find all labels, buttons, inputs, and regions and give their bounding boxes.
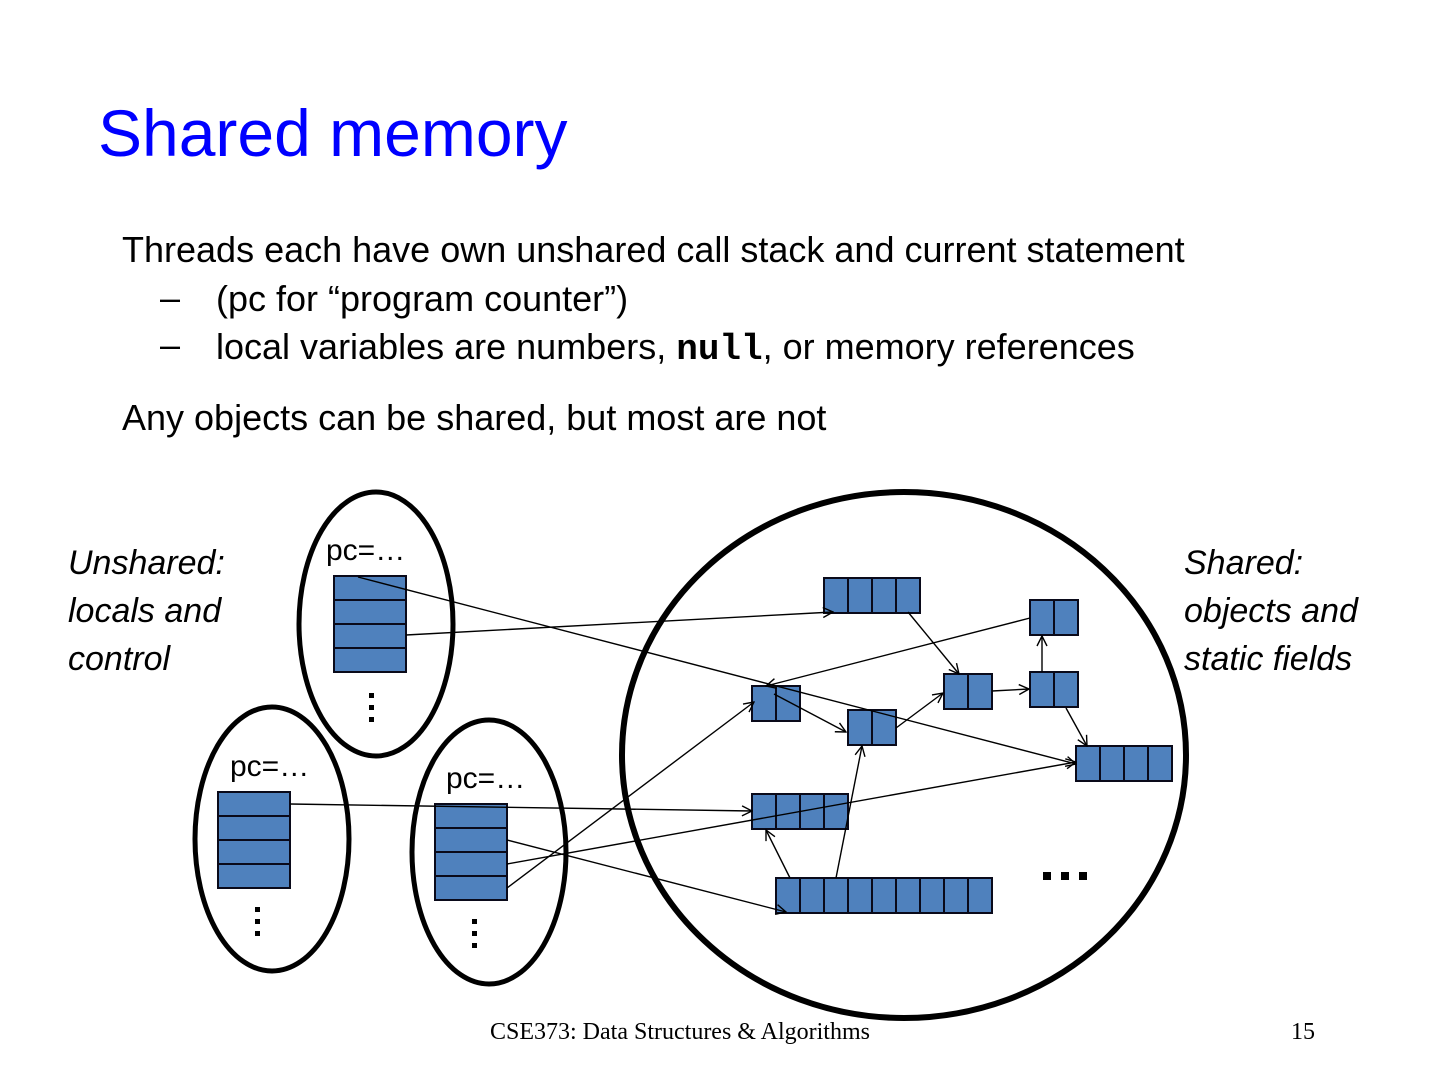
subbullet-locals-suffix: , or memory references <box>762 326 1135 367</box>
bullet-threads: Threads each have own unshared call stac… <box>122 229 1185 270</box>
thread-top-boundary <box>296 489 456 759</box>
subbullet-locals-prefix: local variables are numbers, <box>216 326 677 367</box>
object-field <box>823 793 849 830</box>
stack-slot <box>217 863 291 889</box>
object-field <box>847 709 873 746</box>
stack-slot <box>217 791 291 817</box>
slide-title: Shared memory <box>98 96 568 170</box>
unshared-label-line: Unshared: <box>68 544 225 582</box>
shared-label-line: static fields <box>1184 640 1353 678</box>
heap-object-F <box>1029 671 1079 708</box>
unshared-label: Unshared: locals and control <box>68 539 225 683</box>
shared-label-line: objects and <box>1184 592 1358 630</box>
reference-arrow-thread-left-slot0-to-H <box>289 803 752 811</box>
reference-arrow-thread-right-slot1-to-I <box>506 839 786 912</box>
heap-object-C <box>751 685 801 722</box>
heap-object-A <box>823 577 921 614</box>
thread-right-stack <box>434 803 508 901</box>
page-number: 15 <box>1291 1019 1315 1045</box>
reference-arrow-I-to-D <box>835 746 862 879</box>
subbullet-locals: local variables are numbers, null, or me… <box>216 329 1135 368</box>
object-field <box>1053 599 1079 636</box>
pc-label-right: pc=… <box>446 762 525 795</box>
object-field <box>775 877 801 914</box>
object-field <box>895 577 921 614</box>
more-frames-icon-right <box>472 919 477 948</box>
subbullet-pc: (pc for “program counter”) <box>216 278 629 319</box>
object-field <box>823 577 849 614</box>
bullet-objects: Any objects can be shared, but most are … <box>122 397 827 438</box>
object-field <box>919 877 945 914</box>
more-frames-icon-left <box>255 907 260 936</box>
object-field <box>847 577 873 614</box>
heap-object-B <box>1029 599 1079 636</box>
object-field <box>895 877 921 914</box>
object-field <box>1075 745 1101 782</box>
reference-arrow-I-to-H <box>766 830 791 879</box>
shared-label-line: Shared: <box>1184 544 1304 582</box>
object-field <box>799 877 825 914</box>
object-field <box>775 685 801 722</box>
object-field <box>1029 599 1055 636</box>
stack-slot <box>333 623 407 649</box>
dash-bullet-icon: – <box>160 277 181 318</box>
pc-label-left: pc=… <box>230 750 309 783</box>
more-frames-icon-top <box>369 693 374 722</box>
object-field <box>1053 671 1079 708</box>
stack-slot <box>217 815 291 841</box>
object-field <box>943 673 969 710</box>
stack-slot <box>333 647 407 673</box>
reference-arrow-thread-right-slot3-to-C <box>506 702 754 889</box>
thread-left-stack <box>217 791 291 889</box>
object-field <box>967 673 993 710</box>
object-field <box>823 877 849 914</box>
object-field <box>871 877 897 914</box>
object-field <box>871 709 897 746</box>
object-field <box>1029 671 1055 708</box>
object-field <box>1147 745 1173 782</box>
object-field <box>871 577 897 614</box>
stack-slot <box>333 599 407 625</box>
reference-arrow-E-to-F <box>991 689 1029 691</box>
stack-slot <box>434 851 508 877</box>
heap-object-E <box>943 673 993 710</box>
object-field <box>1099 745 1125 782</box>
object-field <box>751 685 777 722</box>
object-field <box>967 877 993 914</box>
more-objects-icon <box>1043 872 1087 880</box>
stack-slot <box>434 875 508 901</box>
reference-arrow-thread-top-slot2-to-A <box>405 612 833 636</box>
reference-arrow-C-to-D <box>773 693 846 732</box>
reference-arrow-D-to-E <box>895 693 943 729</box>
heap-object-G <box>1075 745 1173 782</box>
object-field <box>751 793 777 830</box>
object-field <box>1123 745 1149 782</box>
object-field <box>847 877 873 914</box>
reference-arrow-F-to-G <box>1065 707 1087 746</box>
unshared-label-line: locals and <box>68 592 222 630</box>
shared-label: Shared: objects and static fields <box>1184 539 1358 683</box>
pc-label-top: pc=… <box>326 534 405 567</box>
reference-arrow-B-to-C <box>766 617 1031 686</box>
thread-left-boundary <box>192 704 352 974</box>
object-field <box>943 877 969 914</box>
heap-boundary <box>619 489 1189 1021</box>
null-keyword: null <box>676 329 763 370</box>
thread-top-stack <box>333 575 407 673</box>
thread-right-boundary <box>409 717 569 987</box>
reference-arrow-thread-right-slot2-to-G <box>506 762 1076 865</box>
unshared-label-line: control <box>68 640 171 678</box>
footer-course: CSE373: Data Structures & Algorithms <box>490 1019 870 1045</box>
reference-arrow-thread-top-slot0-to-G <box>357 576 1076 764</box>
stack-slot <box>217 839 291 865</box>
object-field <box>799 793 825 830</box>
stack-slot <box>434 827 508 853</box>
dash-bullet-icon: – <box>160 324 181 365</box>
heap-object-I <box>775 877 993 914</box>
